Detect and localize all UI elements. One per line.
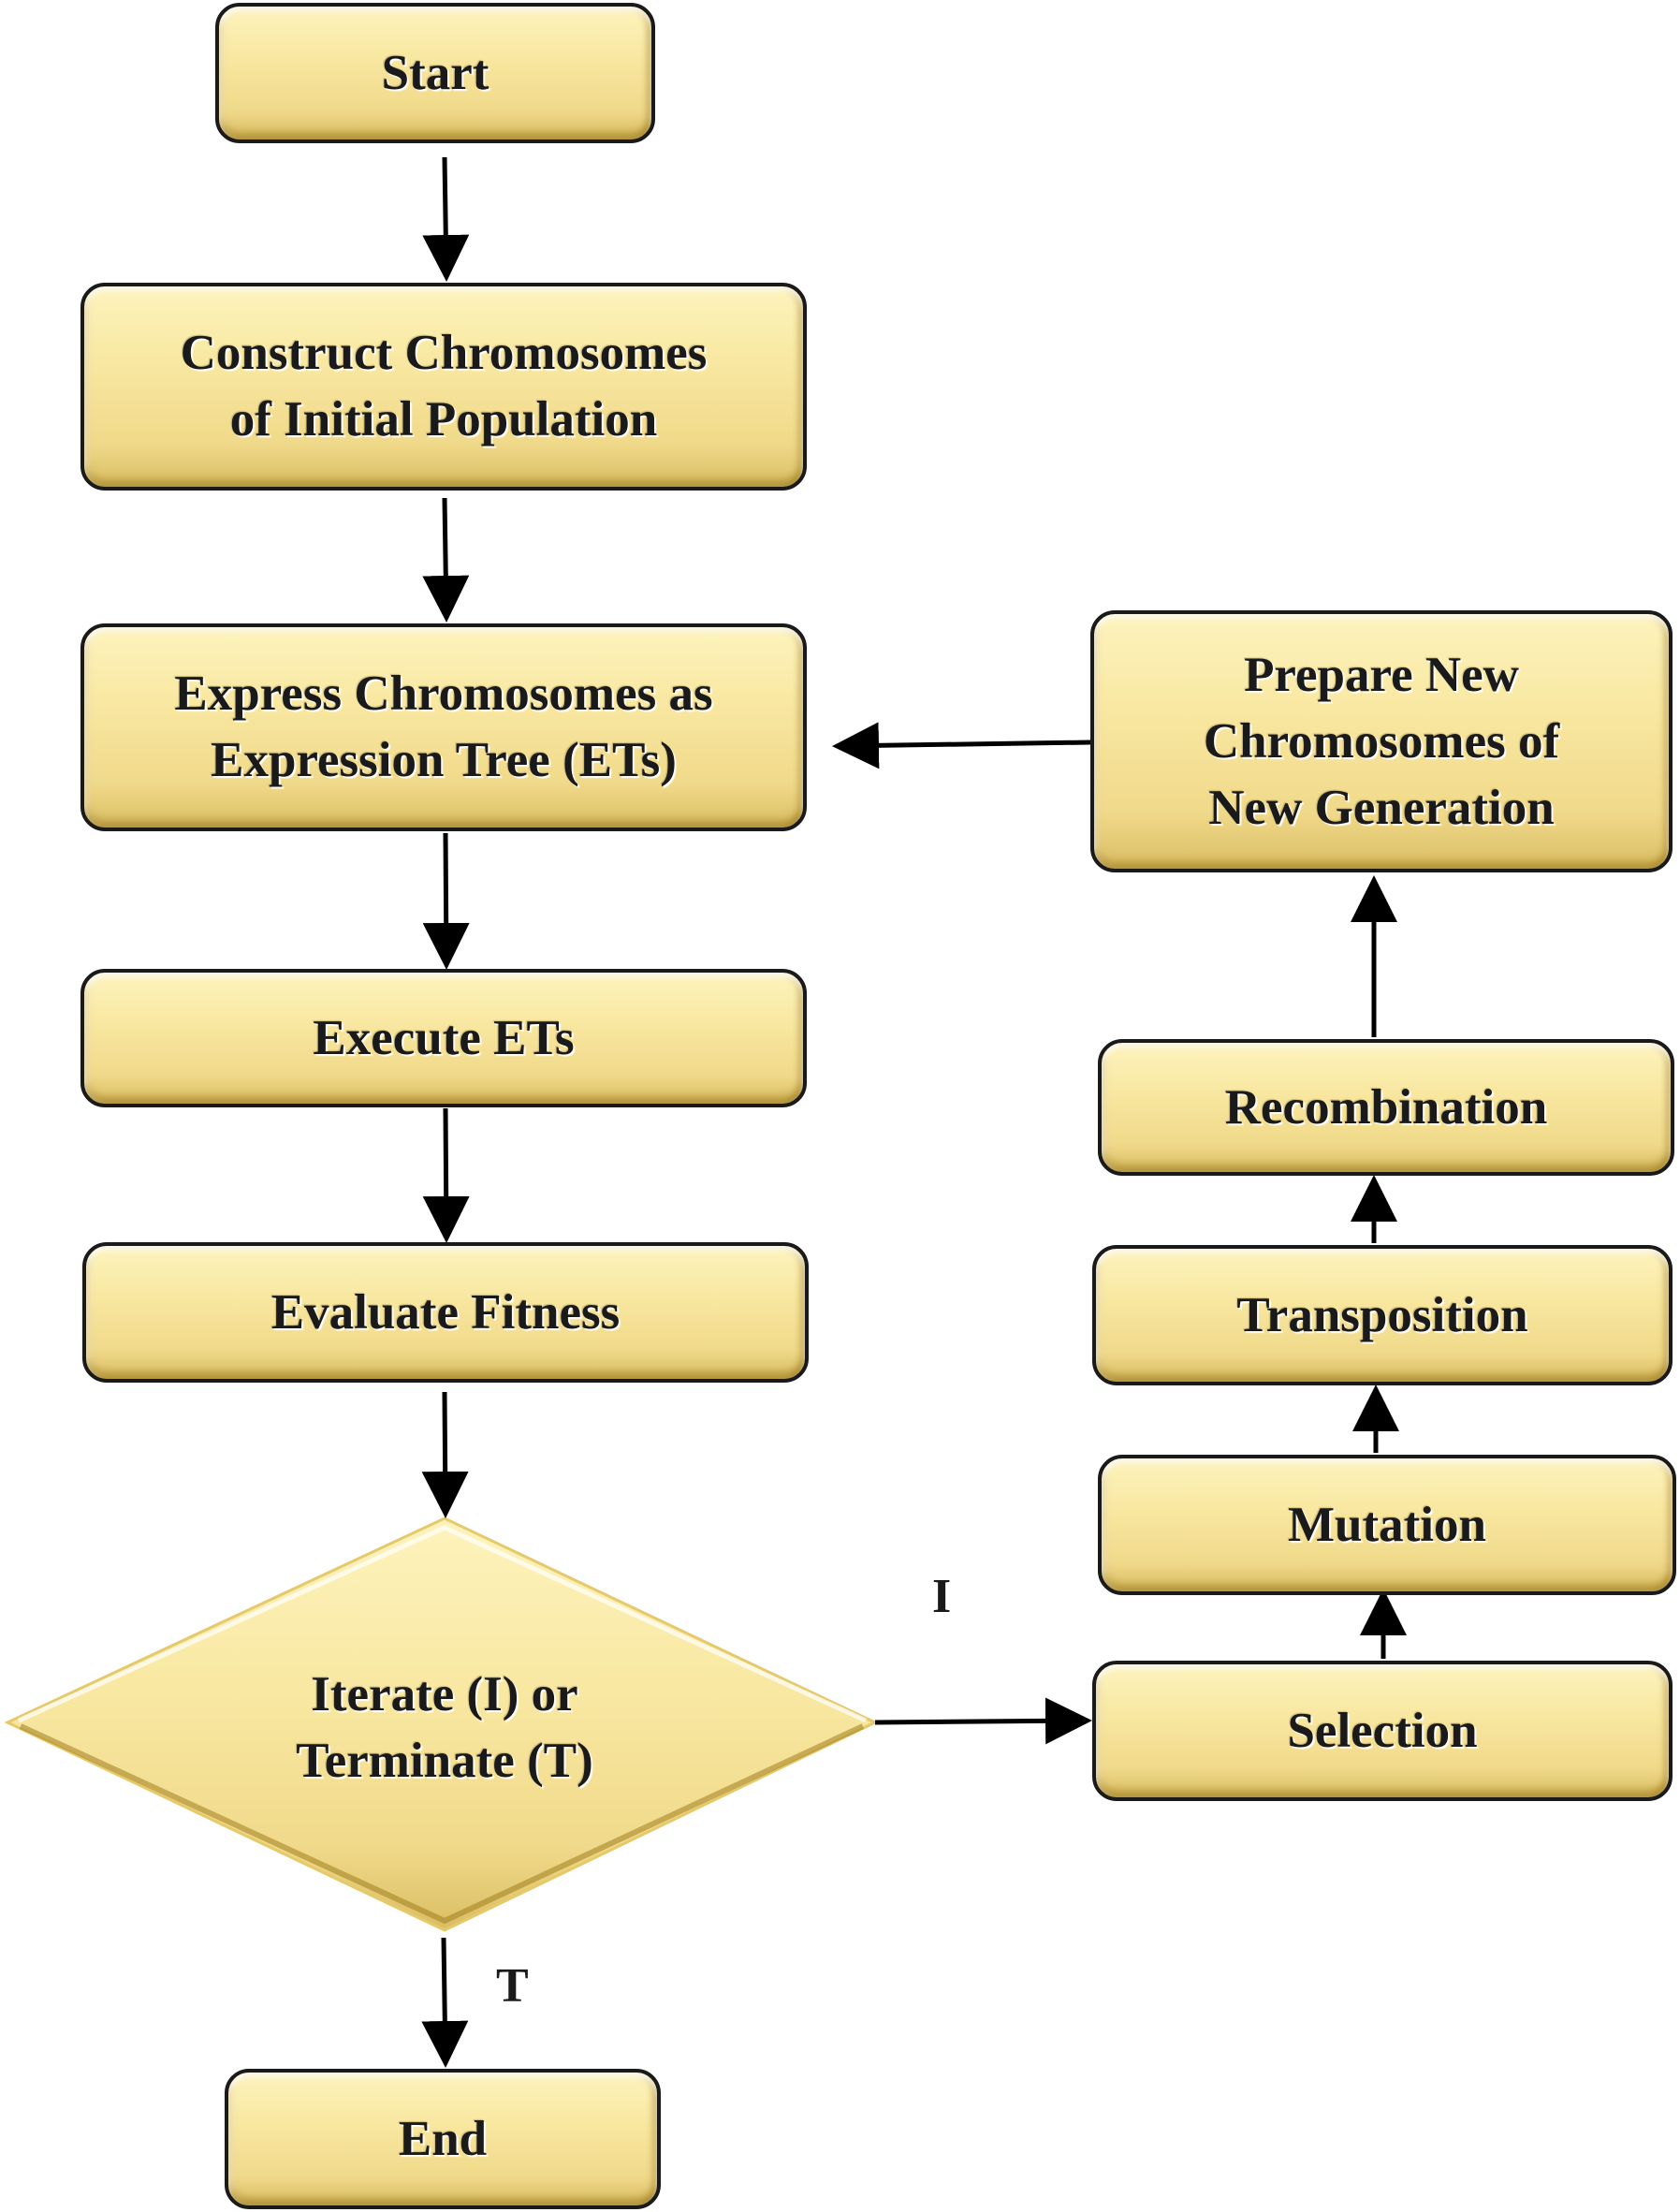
- arrow-start-to-construct: [422, 156, 470, 282]
- transposition-box[interactable]: Transposition: [1092, 1245, 1673, 1385]
- arrow-construct-to-express: [422, 497, 470, 623]
- decision-diamond-shade: [19, 1723, 865, 1925]
- start-box[interactable]: Start: [215, 3, 655, 143]
- selection-label: Selection: [1287, 1703, 1478, 1758]
- prepare-new-chromosomes-box[interactable]: Prepare New Chromosomes of New Generatio…: [1090, 610, 1673, 872]
- arrow-decision-to-selection: [874, 1697, 1092, 1745]
- evaluate-fitness-label: Evaluate Fitness: [270, 1284, 621, 1340]
- recombination-label: Recombination: [1224, 1079, 1548, 1135]
- express-chromosomes-box[interactable]: Express Chromosomes as Expression Tree (…: [80, 623, 807, 831]
- transposition-label: Transposition: [1236, 1287, 1528, 1342]
- decision-diamond[interactable]: [4, 1516, 879, 1932]
- execute-ets-box[interactable]: Execute ETs: [80, 969, 807, 1107]
- end-label: End: [398, 2111, 488, 2166]
- construct-chromosomes-box[interactable]: Construct Chromosomes of Initial Populat…: [80, 283, 807, 491]
- arrow-decision-to-end: [421, 1937, 469, 2068]
- terminate-edge-label: T: [496, 1959, 529, 2013]
- start-label: Start: [381, 45, 489, 100]
- selection-box[interactable]: Selection: [1092, 1661, 1673, 1801]
- arrow-prepare-to-express: [832, 722, 1091, 769]
- construct-chromosomes-label: Construct Chromosomes of Initial Populat…: [180, 326, 708, 447]
- mutation-label: Mutation: [1288, 1497, 1486, 1552]
- execute-ets-label: Execute ETs: [313, 1010, 575, 1065]
- express-chromosomes-label: Express Chromosomes as Expression Tree (…: [174, 667, 713, 787]
- mutation-box[interactable]: Mutation: [1098, 1455, 1676, 1595]
- iterate-edge-label: I: [932, 1570, 952, 1623]
- decision-label: Iterate (I) or Terminate (T): [296, 1667, 593, 1788]
- prepare-new-chromosomes-label: Prepare New Chromosomes of New Generatio…: [1203, 647, 1560, 835]
- evaluate-fitness-box[interactable]: Evaluate Fitness: [82, 1242, 809, 1383]
- end-box[interactable]: End: [225, 2069, 661, 2209]
- recombination-box[interactable]: Recombination: [1098, 1039, 1674, 1176]
- arrow-evaluate-to-decision: [421, 1391, 469, 1518]
- decision-diamond-highlight: [17, 1525, 868, 1723]
